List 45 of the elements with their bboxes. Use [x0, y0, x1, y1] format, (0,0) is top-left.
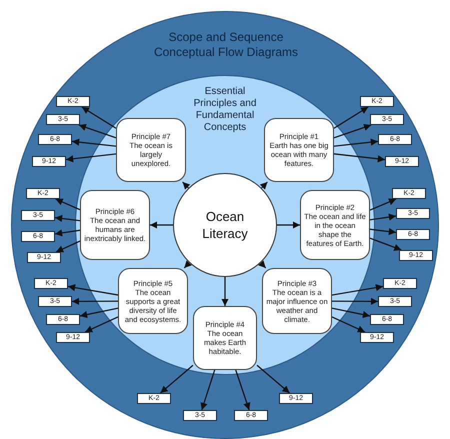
principle-box: [262, 268, 332, 334]
principle-box: [116, 118, 186, 182]
arrow: [334, 153, 386, 162]
arrow: [370, 238, 402, 251]
arrow: [72, 298, 118, 305]
arrow: [370, 198, 396, 211]
arrow: [182, 182, 190, 190]
arrow: [200, 370, 216, 410]
arrow: [260, 182, 268, 190]
principle-box: [118, 268, 188, 334]
arrow: [332, 308, 370, 318]
arrow: [55, 198, 80, 210]
arrow: [221, 277, 229, 306]
principle-box: [264, 118, 334, 182]
ring-title: Scope and Sequence Conceptual Flow Diagrams: [152, 30, 300, 60]
circle-title: Essential Principles and Fundamental Concepts: [192, 86, 258, 134]
arrow: [370, 228, 396, 236]
arrow: [82, 106, 116, 129]
arrow: [72, 138, 116, 147]
arrow: [80, 308, 118, 318]
arrow: [332, 316, 366, 333]
arrow: [54, 229, 80, 236]
arrow: [277, 221, 300, 229]
arrow: [235, 370, 250, 410]
arrow: [332, 298, 378, 305]
arrow: [150, 221, 173, 229]
principle-box: [300, 190, 370, 260]
arrow: [54, 214, 80, 222]
arrow: [66, 153, 116, 162]
arrow: [68, 284, 118, 296]
arrow: [334, 106, 368, 129]
arrow: [160, 364, 194, 394]
arrow: [334, 138, 378, 147]
center-title: Ocean Literacy: [201, 208, 249, 242]
arrow: [370, 214, 396, 221]
arrow: [56, 240, 80, 253]
arrow: [184, 260, 192, 268]
arrow: [332, 284, 384, 296]
arrow: [334, 124, 372, 138]
principle-box: [80, 190, 150, 260]
arrow: [78, 124, 116, 138]
arrow: [84, 316, 118, 333]
principle-box: [193, 306, 257, 370]
arrow: [256, 364, 290, 394]
arrow: [258, 260, 266, 268]
